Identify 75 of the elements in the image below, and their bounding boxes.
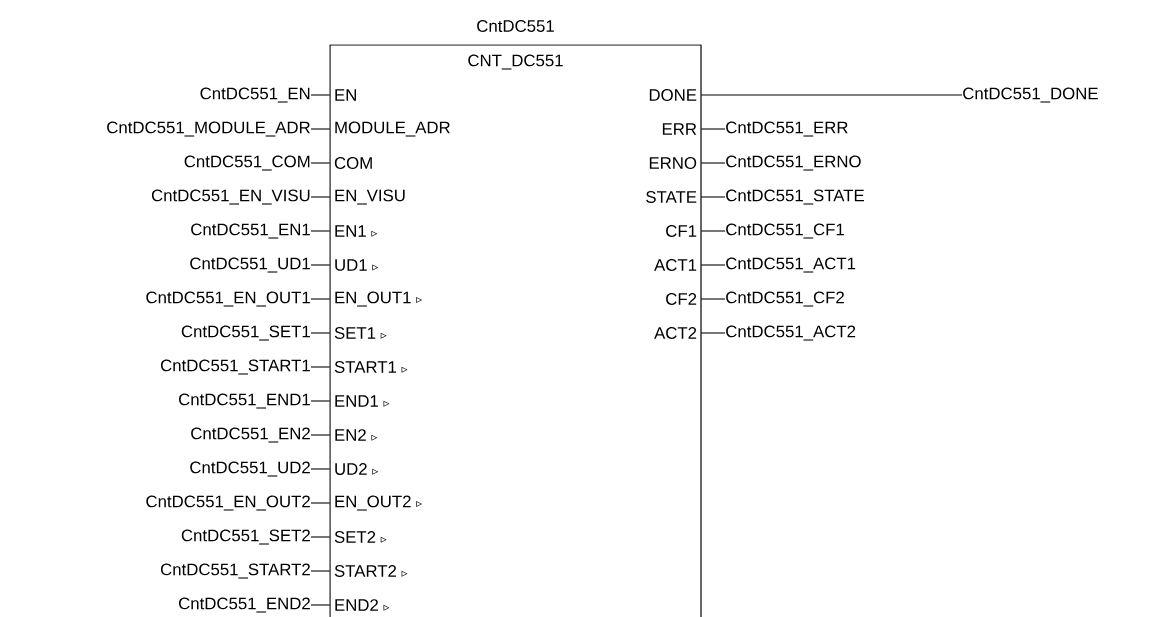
- connection-line: [700, 264, 726, 266]
- input-variable-name: CntDC551_MODULE_ADR: [107, 121, 310, 137]
- input-variable-name: CntDC551_EN2: [191, 427, 310, 443]
- connection-line: [310, 434, 331, 436]
- input-pin-label: EN_VISU: [335, 189, 405, 205]
- output-variable-name: CntDC551_ERNO: [726, 155, 861, 171]
- input-pin-label: END1 ▹: [335, 395, 390, 407]
- input-pin-label: MODULE_ADR: [335, 121, 450, 137]
- output-pin-label: CF1: [666, 225, 697, 237]
- connection-line: [310, 94, 331, 96]
- input-variable-name: CntDC551_START2: [160, 563, 310, 579]
- connection-line: [310, 128, 331, 130]
- input-pin-label: EN2 ▹: [335, 429, 378, 441]
- input-variable-name: CntDC551_EN_VISU: [151, 189, 310, 205]
- output-pin-label: DONE: [649, 89, 697, 101]
- output-variable-name: CntDC551_DONE: [963, 87, 1098, 103]
- output-pin-label: ERR: [662, 123, 697, 135]
- input-pin-label: START2 ▹: [334, 565, 408, 577]
- function-block: [329, 20, 702, 617]
- connection-line: [310, 604, 331, 606]
- connection-line: [700, 128, 726, 130]
- block-type-name: CNT_DC551: [468, 54, 563, 70]
- input-pin-label: COM: [334, 157, 372, 169]
- input-variable-name: CntDC551_SET2: [181, 529, 310, 545]
- input-variable-name: CntDC551_EN_OUT2: [146, 495, 310, 511]
- connection-line: [700, 298, 726, 300]
- connection-line: [700, 230, 726, 232]
- connection-line: [310, 570, 331, 572]
- input-pin-label: UD1 ▹: [335, 259, 379, 271]
- connection-line: [310, 230, 331, 232]
- output-variable-name: CntDC551_ACT1: [726, 257, 856, 273]
- output-pin-label: ERNO: [649, 157, 697, 169]
- connection-line: [310, 196, 331, 198]
- block-instance-name: CntDC551: [477, 20, 554, 32]
- connection-line: [310, 400, 331, 402]
- input-variable-name: CntDC551_COM: [184, 155, 310, 171]
- connection-line: [310, 536, 331, 538]
- input-pin-label: UD2 ▹: [335, 463, 379, 475]
- connection-line: [700, 94, 963, 96]
- connection-line: [310, 298, 331, 300]
- connection-line: [700, 196, 726, 198]
- output-variable-name: CntDC551_CF2: [726, 291, 844, 307]
- connection-line: [310, 366, 331, 368]
- connection-line: [310, 162, 331, 164]
- connection-line: [700, 162, 726, 164]
- input-variable-name: CntDC551_UD2: [190, 461, 310, 477]
- connection-line: [700, 332, 726, 334]
- input-variable-name: CntDC551_UD1: [190, 257, 310, 273]
- output-pin-label: STATE: [646, 191, 697, 203]
- connection-line: [310, 264, 331, 266]
- input-pin-label: START1 ▹: [334, 361, 408, 373]
- input-variable-name: CntDC551_SET1: [181, 325, 310, 341]
- input-pin-label: EN_OUT2 ▹: [335, 495, 423, 511]
- input-variable-name: CntDC551_END1: [179, 393, 310, 409]
- output-pin-label: ACT2: [654, 327, 697, 339]
- output-variable-name: CntDC551_ACT2: [726, 325, 856, 341]
- input-variable-name: CntDC551_START1: [160, 359, 310, 375]
- connection-line: [310, 468, 331, 470]
- input-pin-label: EN: [335, 89, 356, 101]
- input-variable-name: CntDC551_EN_OUT1: [146, 291, 310, 307]
- connection-line: [310, 332, 331, 334]
- input-variable-name: CntDC551_EN: [200, 87, 310, 103]
- input-pin-label: EN_OUT1 ▹: [335, 291, 423, 307]
- output-variable-name: CntDC551_ERR: [726, 121, 848, 137]
- connection-line: [310, 502, 331, 504]
- input-variable-name: CntDC551_END2: [179, 597, 310, 613]
- input-variable-name: CntDC551_EN1: [191, 223, 310, 239]
- output-pin-label: ACT1: [654, 259, 697, 271]
- input-pin-label: EN1 ▹: [335, 225, 378, 237]
- output-variable-name: CntDC551_STATE: [726, 189, 864, 205]
- input-pin-label: SET1 ▹: [334, 327, 387, 339]
- input-pin-label: END2 ▹: [335, 599, 390, 611]
- output-variable-name: CntDC551_CF1: [726, 223, 844, 239]
- input-pin-label: SET2 ▹: [334, 531, 387, 543]
- output-pin-label: CF2: [666, 293, 697, 305]
